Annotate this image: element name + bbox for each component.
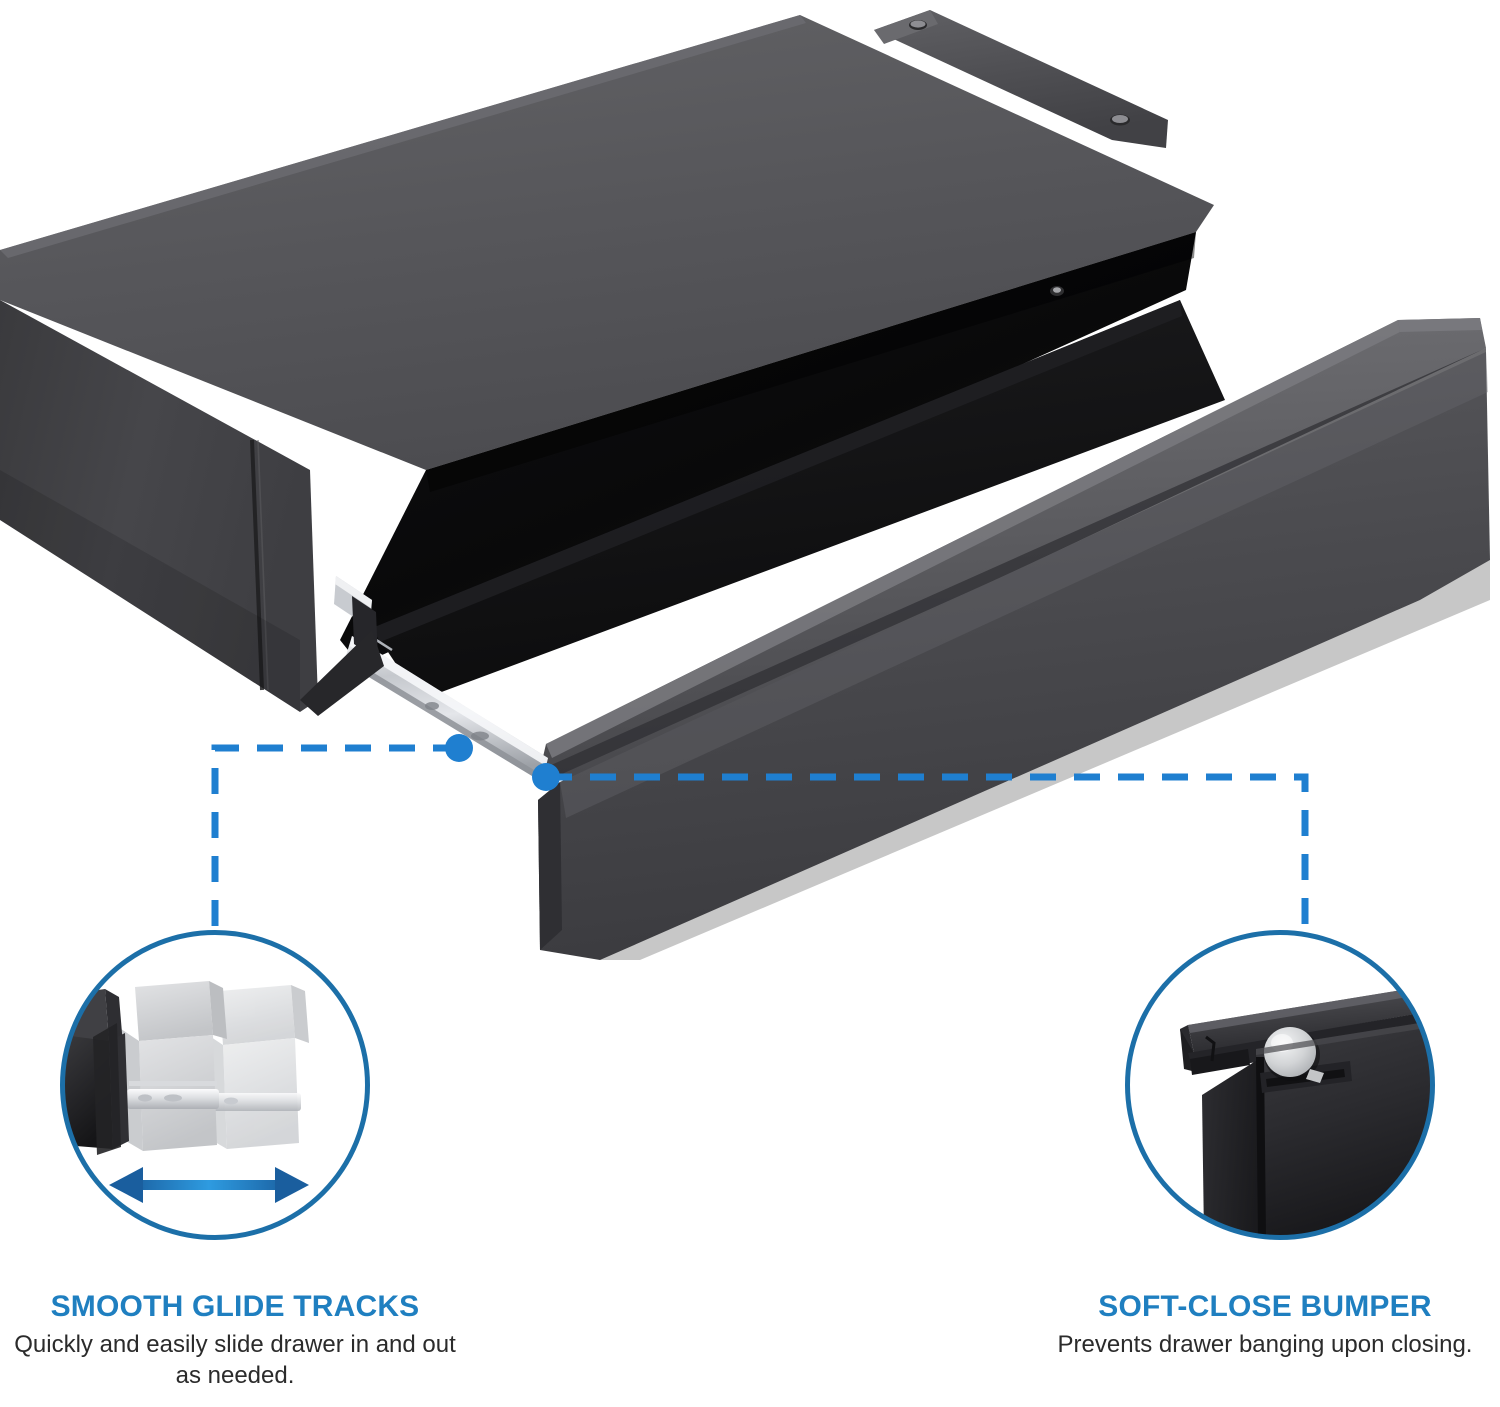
callout-smooth-glide-tracks	[60, 930, 370, 1240]
caption-smooth-glide-tracks: SMOOTH GLIDE TRACKS Quickly and easily s…	[0, 1290, 470, 1391]
drawer-solid	[63, 989, 129, 1155]
caption-right-title: SOFT-CLOSE BUMPER	[1098, 1290, 1432, 1323]
callout-soft-close-bumper	[1125, 930, 1435, 1240]
housing-top-surface	[0, 15, 1214, 470]
drawer-front-left-return	[538, 782, 562, 950]
drawer-tray-interior	[372, 300, 1225, 700]
drawer-side-wall	[1202, 1057, 1264, 1237]
caption-left-text: Quickly and easily slide drawer in and o…	[14, 1330, 456, 1389]
callout-left-image-clip	[63, 933, 367, 1237]
caption-left-title: SMOOTH GLIDE TRACKS	[50, 1290, 420, 1323]
bumper-pad-icon	[1128, 933, 1432, 1237]
mounting-bracket-rear	[874, 10, 1168, 148]
slide-rail	[344, 634, 548, 782]
caption-right-text: Prevents drawer banging upon closing.	[1057, 1330, 1473, 1358]
caption-soft-close-bumper: SOFT-CLOSE BUMPER Prevents drawer bangin…	[1030, 1290, 1500, 1360]
ghost-drawer-far	[199, 985, 309, 1149]
bidirectional-arrow-icon	[109, 1167, 309, 1203]
slide-track-arrow-icon	[63, 933, 367, 1237]
product-illustration	[0, 10, 1490, 960]
callout-right-image-clip	[1128, 933, 1432, 1237]
interior-screw	[1050, 286, 1064, 296]
product-photo	[0, 10, 1490, 960]
housing-left-side	[0, 300, 318, 712]
